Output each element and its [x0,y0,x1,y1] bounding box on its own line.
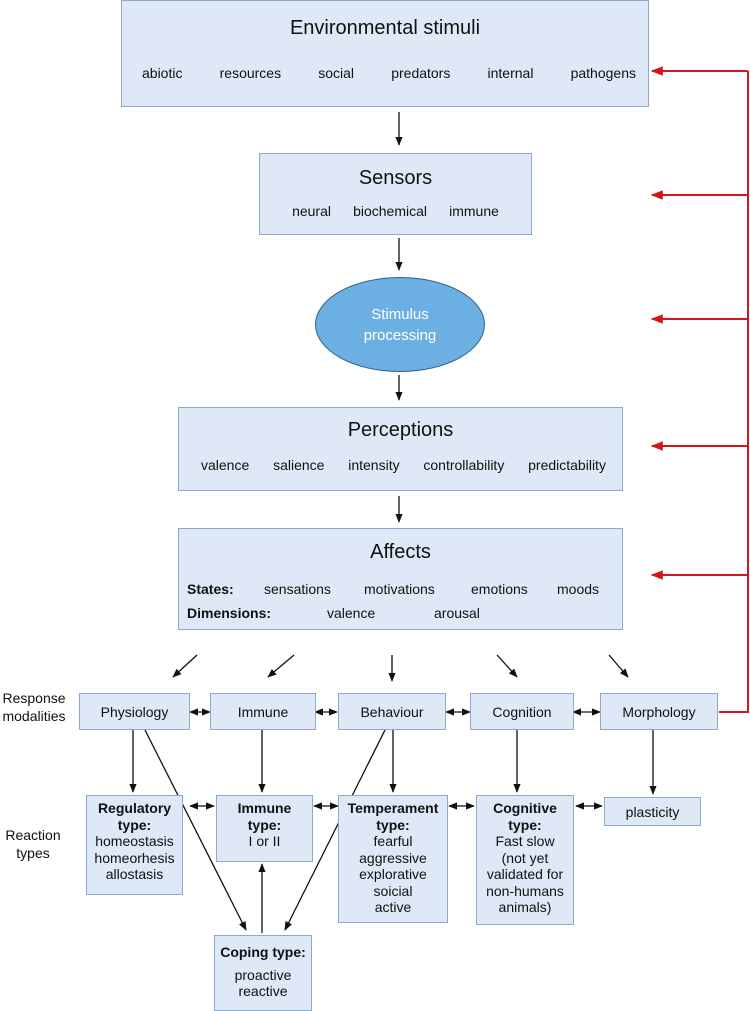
sensor-item: biochemical [353,203,428,219]
stimulus-processing-ellipse: Stimulus processing [315,277,485,372]
immune-type-title: Immune [237,800,292,816]
arrow-affects-to-morphology [608,654,629,678]
arrow-physiology-to-coping [144,729,247,931]
arrow-behaviour-to-coping [284,729,386,931]
temperament-type-item: fearful [373,833,413,849]
coping-type-title: Coping type: [220,944,306,960]
plasticity-box: plasticity [604,797,701,826]
regulatory-type-title: Regulatory [97,800,172,816]
affects-state-item: moods [557,581,600,597]
cognitive-type-box: Cognitive type: Fast slow (not yet valid… [476,795,574,925]
affects-state-item: sensations [264,581,331,597]
affects-state-item: emotions [471,581,528,597]
arrow-affects-to-cognition [496,654,518,678]
temperament-type-title: type: [376,816,410,833]
sensors-items: neural biochemical immune [260,203,531,219]
temperament-type-box: Temperament type: fearful aggressive exp… [338,795,448,923]
cognitive-type-item: non-humans [486,882,564,899]
reaction-types-label: Reaction types [0,826,66,862]
temperament-type-item: explorative [359,866,427,882]
perception-item: valence [201,457,250,473]
perception-item: salience [273,457,325,473]
affects-state-item: motivations [364,581,435,597]
modality-physiology: Physiology [79,693,190,730]
stimulus-item: internal [487,65,534,81]
cognitive-type-title: Cognitive [493,800,557,816]
stimulus-processing-line1: Stimulus [371,305,429,323]
temperament-type-item: active [374,899,412,915]
regulatory-type-box: Regulatory type: homeostasis homeorhesis… [86,795,183,895]
coping-type-box: Coping type: proactive reactive [214,935,312,1011]
temperament-type-item: aggressive [359,849,427,866]
response-modalities-line: modalities [2,708,66,724]
temperament-type-title: Temperament [347,800,439,816]
sensors-title: Sensors [358,167,433,189]
coping-type-item: proactive [234,966,292,983]
reaction-types-line: types [16,845,50,861]
cognitive-type-item: validated for [486,866,564,882]
affects-dimension-item: valence [327,605,376,621]
perception-item: controllability [423,457,505,473]
affects-title: Affects [370,541,431,563]
cognitive-type-item: (not yet [501,849,549,866]
immune-type-title: type: [247,816,282,833]
environmental-stimuli-title: Environmental stimuli [289,17,481,39]
reaction-types-line: Reaction [5,827,61,843]
stimulus-item: resources [219,65,282,81]
regulatory-type-item: homeorhesis [94,849,175,866]
perception-item: intensity [348,457,400,473]
sensor-item: immune [449,203,499,219]
modality-behaviour: Behaviour [338,693,446,730]
stimulus-item: predators [391,65,451,81]
stimulus-item: social [318,65,355,81]
stimulus-item: abiotic [142,65,183,81]
regulatory-type-title: type: [117,816,152,833]
temperament-type-item: soicial [373,882,413,899]
regulatory-type-item: homeostasis [95,833,174,849]
perception-item: predictability [528,457,606,473]
sensors-box: Sensors neural biochemical immune [259,153,532,235]
coping-type-item: reactive [238,983,288,999]
arrow-affects-to-immune [267,654,295,678]
sensor-item: neural [292,203,331,219]
immune-type-box: Immune type: I or II [216,795,313,862]
feedback-loop-line [719,71,749,713]
modality-immune: Immune [210,693,316,730]
modality-morphology: Morphology [600,693,718,730]
stimulus-item: pathogens [570,65,636,81]
environmental-stimuli-items: abiotic resources social predators inter… [122,65,648,81]
affects-box: Affects States: sensations motivations e… [178,528,623,630]
cognitive-type-item: animals) [498,899,552,915]
response-modalities-label: Response modalities [0,689,68,725]
affects-dimensions-label: Dimensions: [187,605,272,621]
regulatory-type-item: allostasis [105,866,164,882]
perceptions-box: Perceptions valence salience intensity c… [178,407,623,491]
arrow-affects-to-physiology [172,654,198,678]
stimulus-processing-line2: processing [363,326,437,344]
environmental-stimuli-box: Environmental stimuli abiotic resources … [121,0,649,107]
modality-cognition: Cognition [470,693,574,730]
perceptions-title: Perceptions [347,419,454,441]
perceptions-items: valence salience intensity controllabili… [179,457,622,473]
affects-dimension-item: arousal [434,605,480,621]
affects-states-label: States: [187,581,234,597]
response-modalities-line: Response [2,690,66,706]
cognitive-type-title: type: [508,816,542,833]
immune-type-item: I or II [248,833,281,849]
cognitive-type-item: Fast slow [495,833,555,849]
